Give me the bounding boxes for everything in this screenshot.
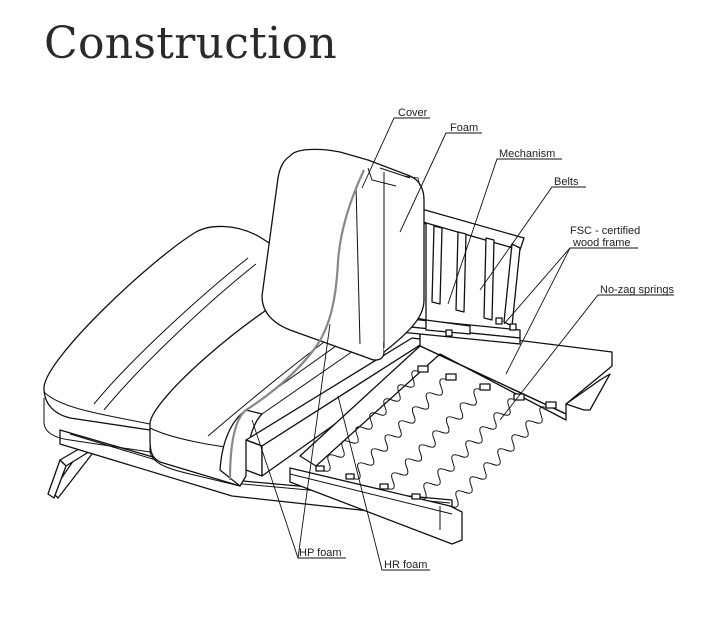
callout-cover: Cover — [361, 107, 430, 189]
no-zag-springs — [321, 370, 549, 508]
label-cover: Cover — [398, 107, 428, 119]
callout-hp-foam: HP foam — [251, 323, 346, 559]
callout-wood-frame: FSC - certified wood frame — [503, 225, 640, 375]
label-foam: Foam — [450, 122, 478, 134]
hr-foam-layer — [245, 337, 429, 477]
spring-clips — [315, 365, 557, 500]
callout-foam: Foam — [399, 122, 482, 233]
page-title: Construction — [44, 18, 337, 69]
label-hr-foam: HR foam — [384, 559, 427, 571]
spring-row-5 — [449, 406, 549, 508]
label-mechanism: Mechanism — [499, 148, 555, 160]
left-leg — [47, 445, 93, 499]
backrest-cushion — [261, 148, 425, 361]
label-belts: Belts — [554, 176, 579, 188]
cover-seam — [228, 169, 365, 481]
left-seat-cushion — [43, 225, 301, 453]
label-hp-foam: HP foam — [299, 547, 342, 559]
callout-mechanism: Mechanism — [447, 148, 562, 305]
label-frame-line2: wood frame — [572, 237, 630, 249]
spring-row-2 — [351, 378, 449, 480]
spring-row-3 — [385, 388, 483, 490]
callout-springs: No-zag springs — [499, 284, 674, 421]
spring-row-4 — [417, 398, 517, 500]
label-frame-line1: FSC - certified — [570, 225, 640, 237]
callout-hr-foam: HR foam — [337, 395, 430, 571]
label-springs: No-zag springs — [600, 284, 674, 296]
spring-row-1 — [321, 370, 421, 472]
spring-platform — [289, 327, 613, 545]
callout-belts: Belts — [479, 176, 586, 291]
